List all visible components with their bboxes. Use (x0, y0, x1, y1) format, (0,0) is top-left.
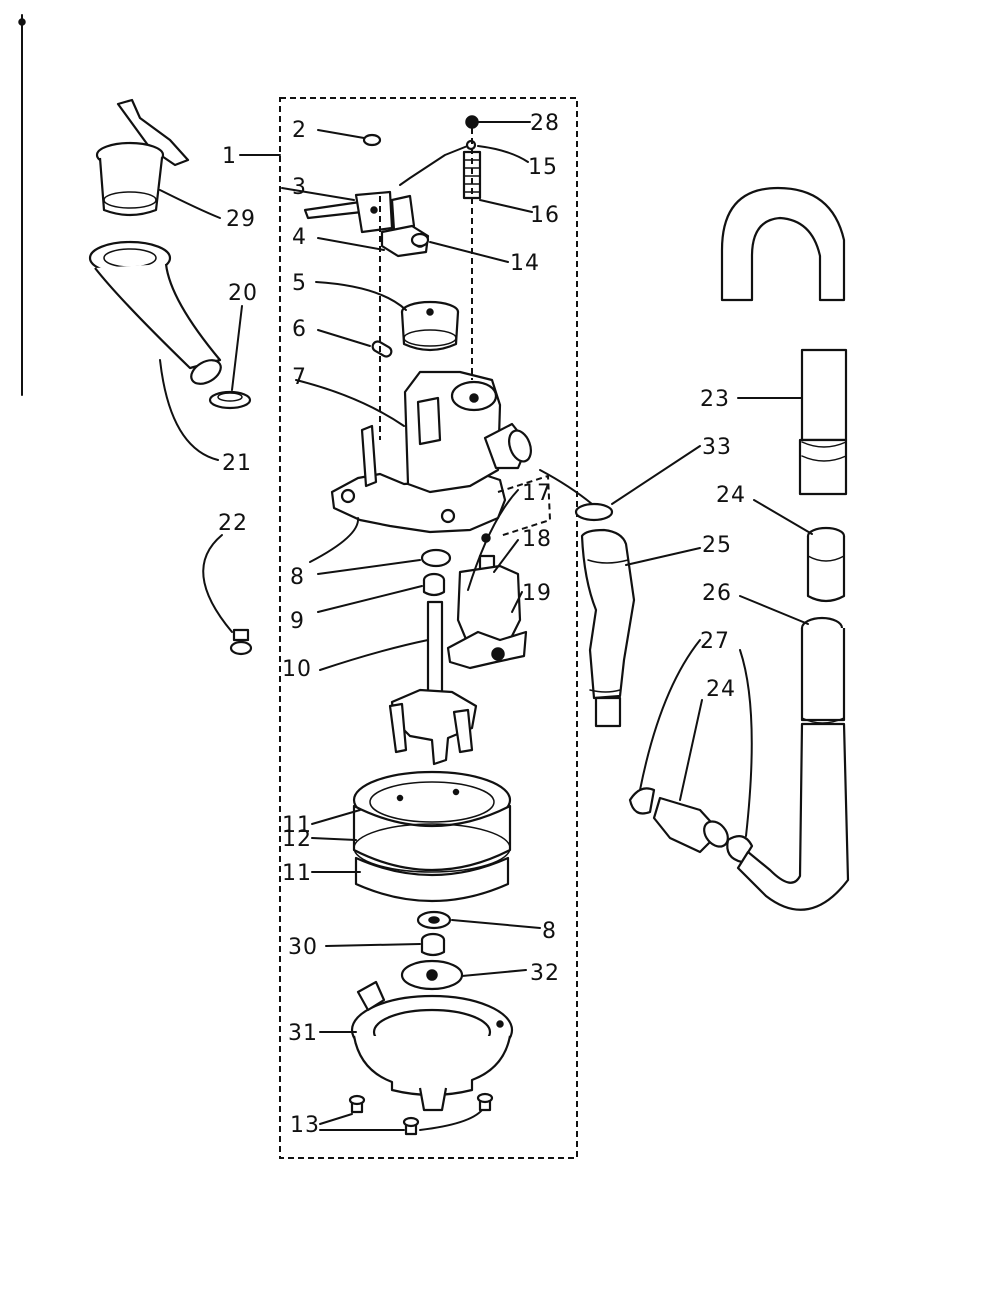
callout-17: 17 (522, 481, 552, 506)
callout-8-lower: 8 (542, 919, 557, 944)
callout-13: 13 (290, 1113, 320, 1138)
margin-line (18, 14, 26, 396)
impeller-shaft-10 (388, 600, 478, 766)
callout-24-lower: 24 (706, 677, 736, 702)
hose-clamps-27 (628, 787, 754, 864)
callout-5: 5 (292, 271, 307, 296)
long-hose-26 (736, 616, 850, 911)
j-hose-23 (720, 186, 848, 496)
callout-27: 27 (700, 629, 730, 654)
callout-22: 22 (218, 511, 248, 536)
callout-9: 9 (290, 609, 305, 634)
screw-22 (229, 628, 253, 656)
gasket-11-lower (354, 856, 510, 902)
callout-19: 19 (522, 581, 552, 606)
callout-12: 12 (282, 827, 312, 852)
callout-4: 4 (292, 225, 307, 250)
callout-6: 6 (292, 317, 307, 342)
leader-lines (159, 121, 813, 1131)
hose-25 (580, 528, 636, 728)
callout-10: 10 (282, 657, 312, 682)
callout-7: 7 (292, 365, 307, 390)
coupler-24-lower (652, 796, 729, 854)
pump-ring-12 (352, 804, 512, 873)
bushing-9 (422, 572, 446, 597)
pump-base-31 (350, 980, 514, 1112)
assembly-boundary (279, 97, 578, 1159)
callout-24-upper: 24 (716, 483, 746, 508)
pin-6 (371, 340, 393, 358)
callout-3: 3 (292, 175, 307, 200)
callout-28: 28 (530, 111, 560, 136)
callout-14: 14 (510, 251, 540, 276)
callout-23: 23 (700, 387, 730, 412)
clip-2 (362, 133, 382, 147)
callout-25: 25 (702, 533, 732, 558)
pump-cap-5 (400, 300, 460, 352)
bushing-30 (420, 932, 446, 957)
callout-labels: 1 2 3 4 5 6 7 8 9 10 11 12 11 8 30 31 32… (218, 111, 746, 1138)
callout-33: 33 (702, 435, 732, 460)
drain-outlet-fitting (95, 98, 190, 217)
callout-20: 20 (228, 281, 258, 306)
seal-32 (400, 959, 464, 991)
washer-8-lower-hole (428, 916, 440, 924)
callout-21: 21 (222, 451, 252, 476)
washer-8-upper (420, 548, 452, 568)
callout-29: 29 (226, 207, 256, 232)
bracket-19 (446, 564, 528, 670)
washer-14 (410, 232, 430, 248)
nut-28 (465, 115, 479, 129)
callout-2: 2 (292, 118, 307, 143)
callout-18: 18 (522, 527, 552, 552)
pump-housing-7 (330, 370, 532, 534)
callout-1: 1 (222, 144, 237, 169)
lever-bracket-3 (303, 190, 416, 234)
callout-11-lower: 11 (282, 861, 312, 886)
guard-plate-17 (497, 474, 552, 537)
elbow-hose (88, 240, 222, 385)
coupler-24-upper (806, 526, 846, 603)
hose-clamp-33 (574, 502, 614, 522)
callout-26: 26 (702, 581, 732, 606)
callout-16: 16 (530, 203, 560, 228)
callout-8-upper: 8 (290, 565, 305, 590)
callout-11-upper: 11 (282, 813, 312, 838)
screws-13 (348, 1092, 494, 1136)
callout-31: 31 (288, 1021, 318, 1046)
hose-clamp-20 (208, 390, 252, 410)
callout-32: 32 (530, 961, 560, 986)
callout-15: 15 (528, 155, 558, 180)
callout-30: 30 (288, 935, 318, 960)
